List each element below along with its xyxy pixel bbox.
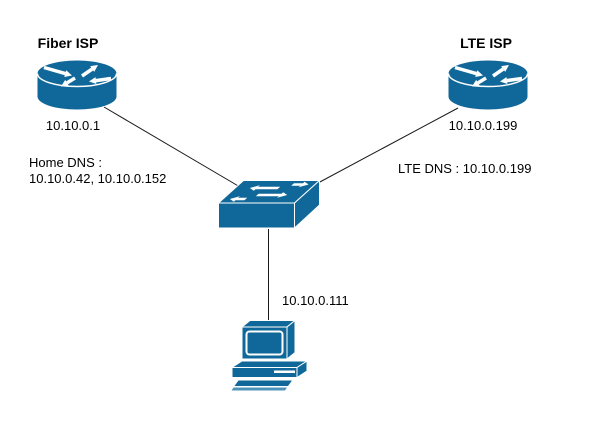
node-ip-workstation: 10.10.0.111 bbox=[282, 293, 349, 308]
annotation-lte-dns: LTE DNS : 10.10.0.199 bbox=[398, 161, 532, 176]
node-label-fiber-isp: Fiber ISP bbox=[37, 35, 99, 51]
router-icon bbox=[448, 60, 528, 110]
annotation-home-dns: Home DNS : 10.10.0.42, 10.10.0.152 bbox=[29, 155, 166, 186]
node-ip-lte-router: 10.10.0.199 bbox=[448, 118, 518, 133]
annotation-home-dns-line2: 10.10.0.42, 10.10.0.152 bbox=[29, 170, 167, 186]
workstation-icon bbox=[230, 319, 309, 391]
node-label-lte-isp: LTE ISP bbox=[460, 35, 512, 51]
annotation-home-dns-line1: Home DNS : bbox=[29, 155, 102, 170]
node-ip-fiber-router: 10.10.0.1 bbox=[45, 118, 101, 133]
connection-line-lte-switch bbox=[317, 107, 459, 184]
router-icon bbox=[37, 60, 117, 110]
connection-line-fiber-switch bbox=[103, 106, 241, 188]
switch-icon bbox=[218, 180, 320, 229]
